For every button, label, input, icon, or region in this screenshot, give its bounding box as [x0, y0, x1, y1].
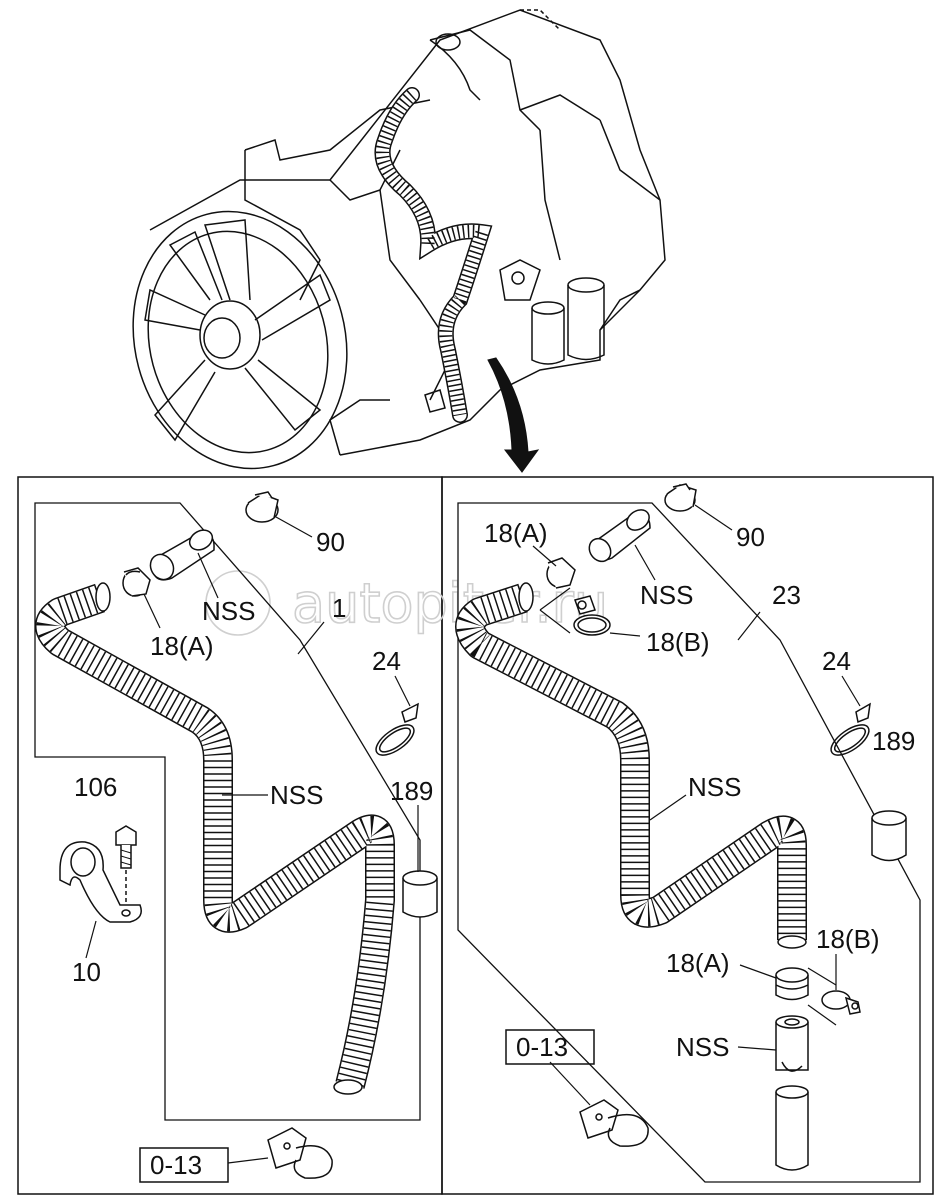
left-panel: 90 NSS 1 18(A) 24 189 106 NSS 10 0-13 [34, 491, 438, 1183]
right-leaders [532, 504, 861, 1106]
right-sleeve-189 [871, 810, 907, 862]
right-panel-frame [441, 476, 934, 1195]
label-90: 90 [316, 527, 345, 557]
right-clamp-90 [664, 483, 697, 512]
left-bracket-0-13 [267, 1127, 333, 1179]
engine-illustration [132, 9, 666, 470]
watermark: autopiter.ru [205, 570, 609, 636]
label-23: 23 [772, 580, 801, 610]
left-band-24 [375, 702, 419, 756]
label-1: 1 [332, 593, 346, 623]
label-18a-top: 18(A) [484, 518, 548, 548]
pointer-arrow [487, 357, 540, 473]
right-panel: 18(A) 90 NSS 23 18(B) 24 189 NSS 18(B) 1… [455, 483, 921, 1183]
left-clamp-18a [122, 567, 151, 597]
left-sleeve [149, 529, 215, 581]
label-106: 106 [74, 772, 117, 802]
left-clip-10 [59, 841, 142, 923]
left-clamp-90 [245, 491, 279, 523]
label-24: 24 [822, 646, 851, 676]
ref-0-13: 0-13 [516, 1032, 568, 1062]
label-90: 90 [736, 522, 765, 552]
label-24: 24 [372, 646, 401, 676]
right-clamp-18a-bottom [775, 967, 809, 1001]
right-bottom-hose [775, 1015, 809, 1171]
right-clamp-18b-bottom [821, 990, 861, 1015]
left-bolt-106 [115, 825, 137, 905]
label-18b-top: 18(B) [646, 627, 710, 657]
right-bracket-0-13 [579, 1099, 649, 1147]
left-sleeve-189 [402, 870, 438, 918]
label-nss-bottom: NSS [676, 1032, 729, 1062]
label-nss-sleeve: NSS [202, 596, 255, 626]
label-nss-hose: NSS [688, 772, 741, 802]
left-corrugated-hose [35, 582, 395, 1095]
right-band-24 [830, 702, 871, 756]
label-10: 10 [72, 957, 101, 987]
label-18a: 18(A) [150, 631, 214, 661]
label-18a-bottom: 18(A) [666, 948, 730, 978]
label-nss-sleeve: NSS [640, 580, 693, 610]
label-18b-bottom: 18(B) [816, 924, 880, 954]
right-clamp-18b-top [573, 595, 611, 636]
label-nss-hose: NSS [270, 780, 323, 810]
right-ref-box[interactable] [505, 1029, 595, 1065]
right-sleeve [588, 509, 651, 563]
label-189: 189 [872, 726, 915, 756]
left-leaders [85, 516, 419, 1164]
engine-harness [374, 87, 493, 423]
right-corrugated-hose [455, 582, 807, 949]
left-ref-box[interactable] [139, 1147, 229, 1183]
label-189: 189 [390, 776, 433, 806]
ref-0-13: 0-13 [150, 1150, 202, 1180]
